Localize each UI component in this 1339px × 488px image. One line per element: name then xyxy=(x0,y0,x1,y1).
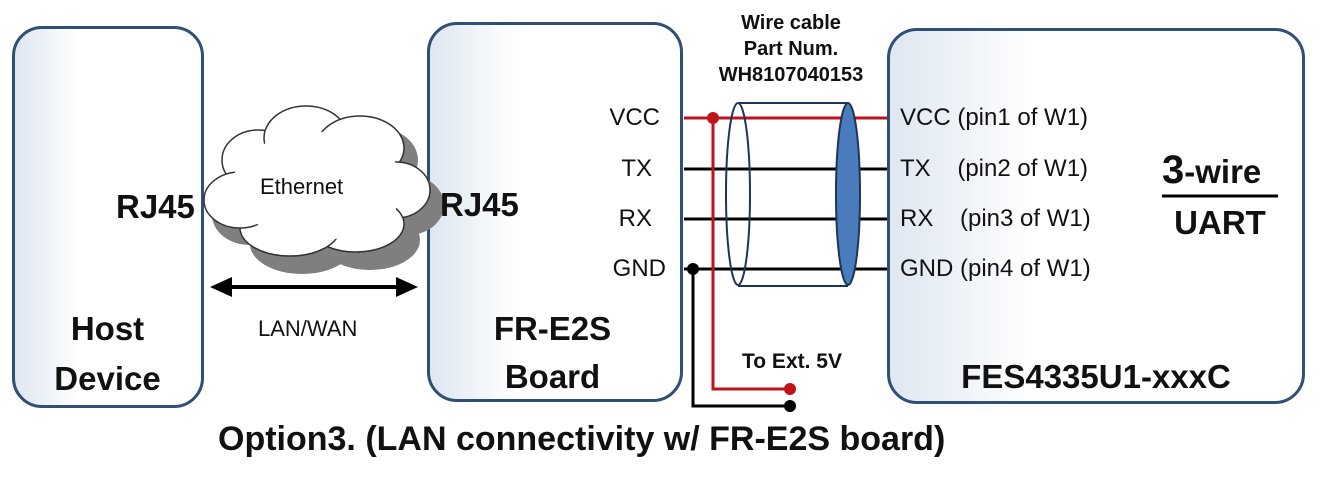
ext-power-wires xyxy=(687,112,796,412)
lan-wan-label: LAN/WAN xyxy=(258,316,358,341)
ext-power-label: To Ext. 5V xyxy=(742,350,842,373)
fr-e2s-board-box xyxy=(427,22,683,402)
host-rj45-label: RJ45 xyxy=(116,188,195,225)
target-module-name: FES4335U1-xxxC xyxy=(961,358,1231,395)
uart-number: 3 xyxy=(1162,148,1185,192)
cable-label-line2: Part Num. xyxy=(743,38,839,60)
target-pin-rx: RX (pin3 of W1) xyxy=(900,205,1091,232)
host-device-box xyxy=(12,26,204,408)
cable-label-line1: Wire cable xyxy=(741,12,841,34)
fr-pin-vcc: VCC xyxy=(609,104,660,131)
fes4335-module-box xyxy=(887,28,1305,404)
target-pin-vcc: VCC (pin1 of W1) xyxy=(900,104,1089,131)
uart-suffix: -wire xyxy=(1184,153,1262,190)
host-title-line1: Host xyxy=(70,310,145,347)
target-pin-gnd: GND (pin4 of W1) xyxy=(900,255,1091,282)
ethernet-label: Ethernet xyxy=(260,174,344,199)
target-pin-tx: TX (pin2 of W1) xyxy=(900,155,1089,182)
uart-wire-count: 3-wire xyxy=(1162,148,1261,193)
fr-pin-rx: RX xyxy=(618,205,652,232)
fr-title-line2: Board xyxy=(504,358,601,395)
host-title-line2: Device xyxy=(54,360,161,397)
fr-rj45-label: RJ45 xyxy=(440,186,519,223)
cable-label: Wire cable Part Num. WH8107040153 xyxy=(700,10,882,88)
diagram-caption: Option3. (LAN connectivity w/ FR-E2S boa… xyxy=(218,420,946,458)
uart-label: UART xyxy=(1174,204,1266,241)
cable-part-number: WH8107040153 xyxy=(718,64,864,86)
cable-shield-icon xyxy=(725,102,861,287)
fr-pin-tx: TX xyxy=(621,155,652,182)
lan-wan-arrow xyxy=(210,277,418,297)
ethernet-cloud-icon xyxy=(203,105,431,257)
fr-pin-gnd: GND xyxy=(612,255,666,282)
fr-title-line1: FR-E2S xyxy=(493,310,612,347)
